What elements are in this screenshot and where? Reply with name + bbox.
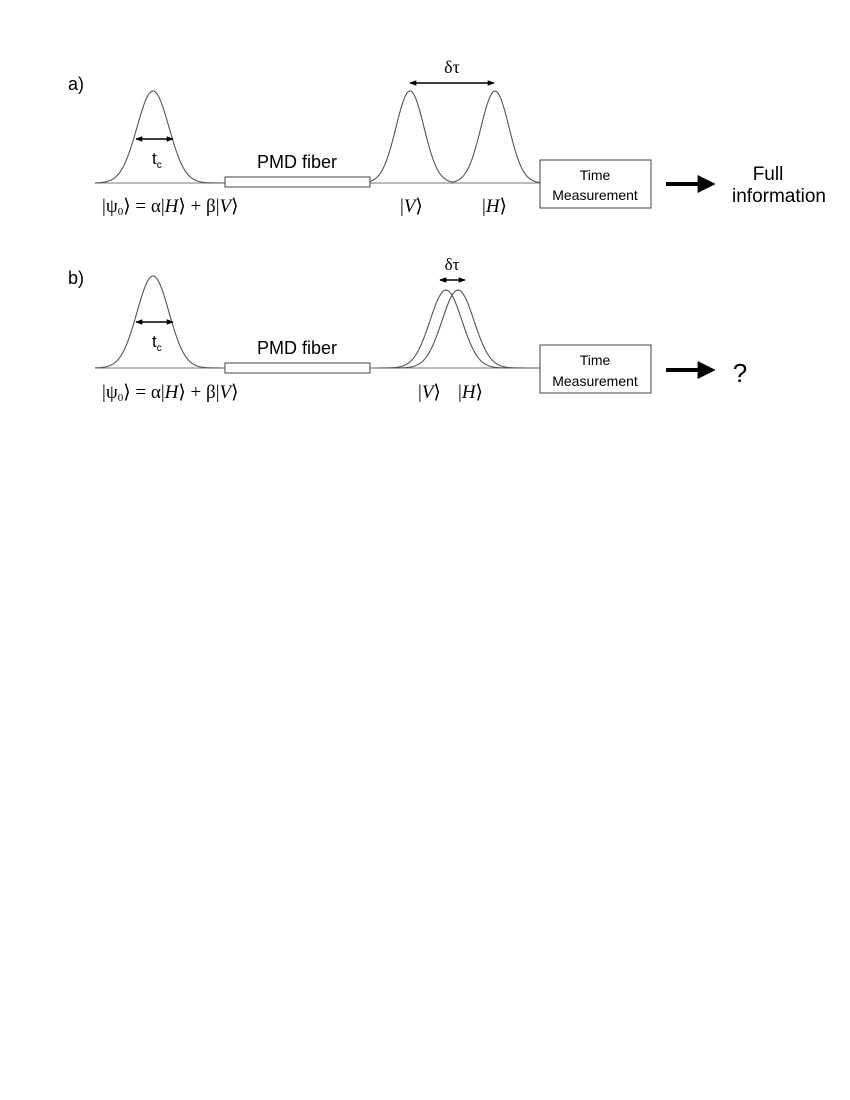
panel-b-pmd-fiber	[224, 362, 371, 374]
panel-b-output-pulse-v	[372, 289, 540, 369]
panel-b-tag: b)	[68, 268, 84, 288]
panel-b-output-state-h: |H⟩	[458, 382, 483, 403]
panel-a-pmd-fiber	[224, 176, 371, 188]
panel-a-result-line2: information	[732, 186, 826, 207]
panel-a-tag: a)	[68, 74, 84, 94]
panel-a-pulse-width-label: tc	[152, 149, 162, 171]
panel-a-output-pulse-v	[369, 90, 453, 183]
panel-b-output-state-v: |V⟩	[418, 382, 441, 403]
panel-a-detector-line2: Measurement	[552, 187, 638, 203]
panel-a-output-state-h: |H⟩	[482, 196, 507, 217]
panel-a-input-pulse	[94, 90, 225, 184]
panel-a-output-state-v: |V⟩	[400, 196, 423, 217]
panel-b-fiber-label: PMD fiber	[257, 338, 337, 358]
panel-a-delay-label: δτ	[444, 57, 460, 77]
panel-a-fiber-label: PMD fiber	[257, 152, 337, 172]
panel-a-output-pulse-h	[451, 90, 541, 184]
panel-b-detector-line2: Measurement	[552, 373, 638, 389]
panel-b-delay-label: δτ	[445, 255, 460, 274]
panel-a: a) tc PMD fiber δτ |ψ0⟩ = α|H⟩ + β|V⟩ |V…	[68, 57, 826, 218]
panel-b-output-pulse-h	[372, 289, 540, 369]
panel-b-input-pulse	[94, 275, 225, 369]
panel-b-detector-line1: Time	[580, 352, 611, 368]
panel-b-pulse-width-label: tc	[152, 332, 162, 354]
panel-b: b) tc PMD fiber δτ |ψ0⟩ = α|H⟩ + β|V⟩ |V…	[68, 255, 747, 404]
panel-b-result-question: ?	[733, 358, 747, 388]
panel-b-input-state: |ψ0⟩ = α|H⟩ + β|V⟩	[102, 382, 239, 404]
panel-a-result-line1: Full	[753, 164, 784, 185]
panel-a-detector-line1: Time	[580, 167, 611, 183]
panel-a-time-measurement-box	[539, 159, 652, 209]
panel-a-input-state: |ψ0⟩ = α|H⟩ + β|V⟩	[102, 196, 239, 218]
panel-b-time-measurement-box	[539, 344, 652, 394]
